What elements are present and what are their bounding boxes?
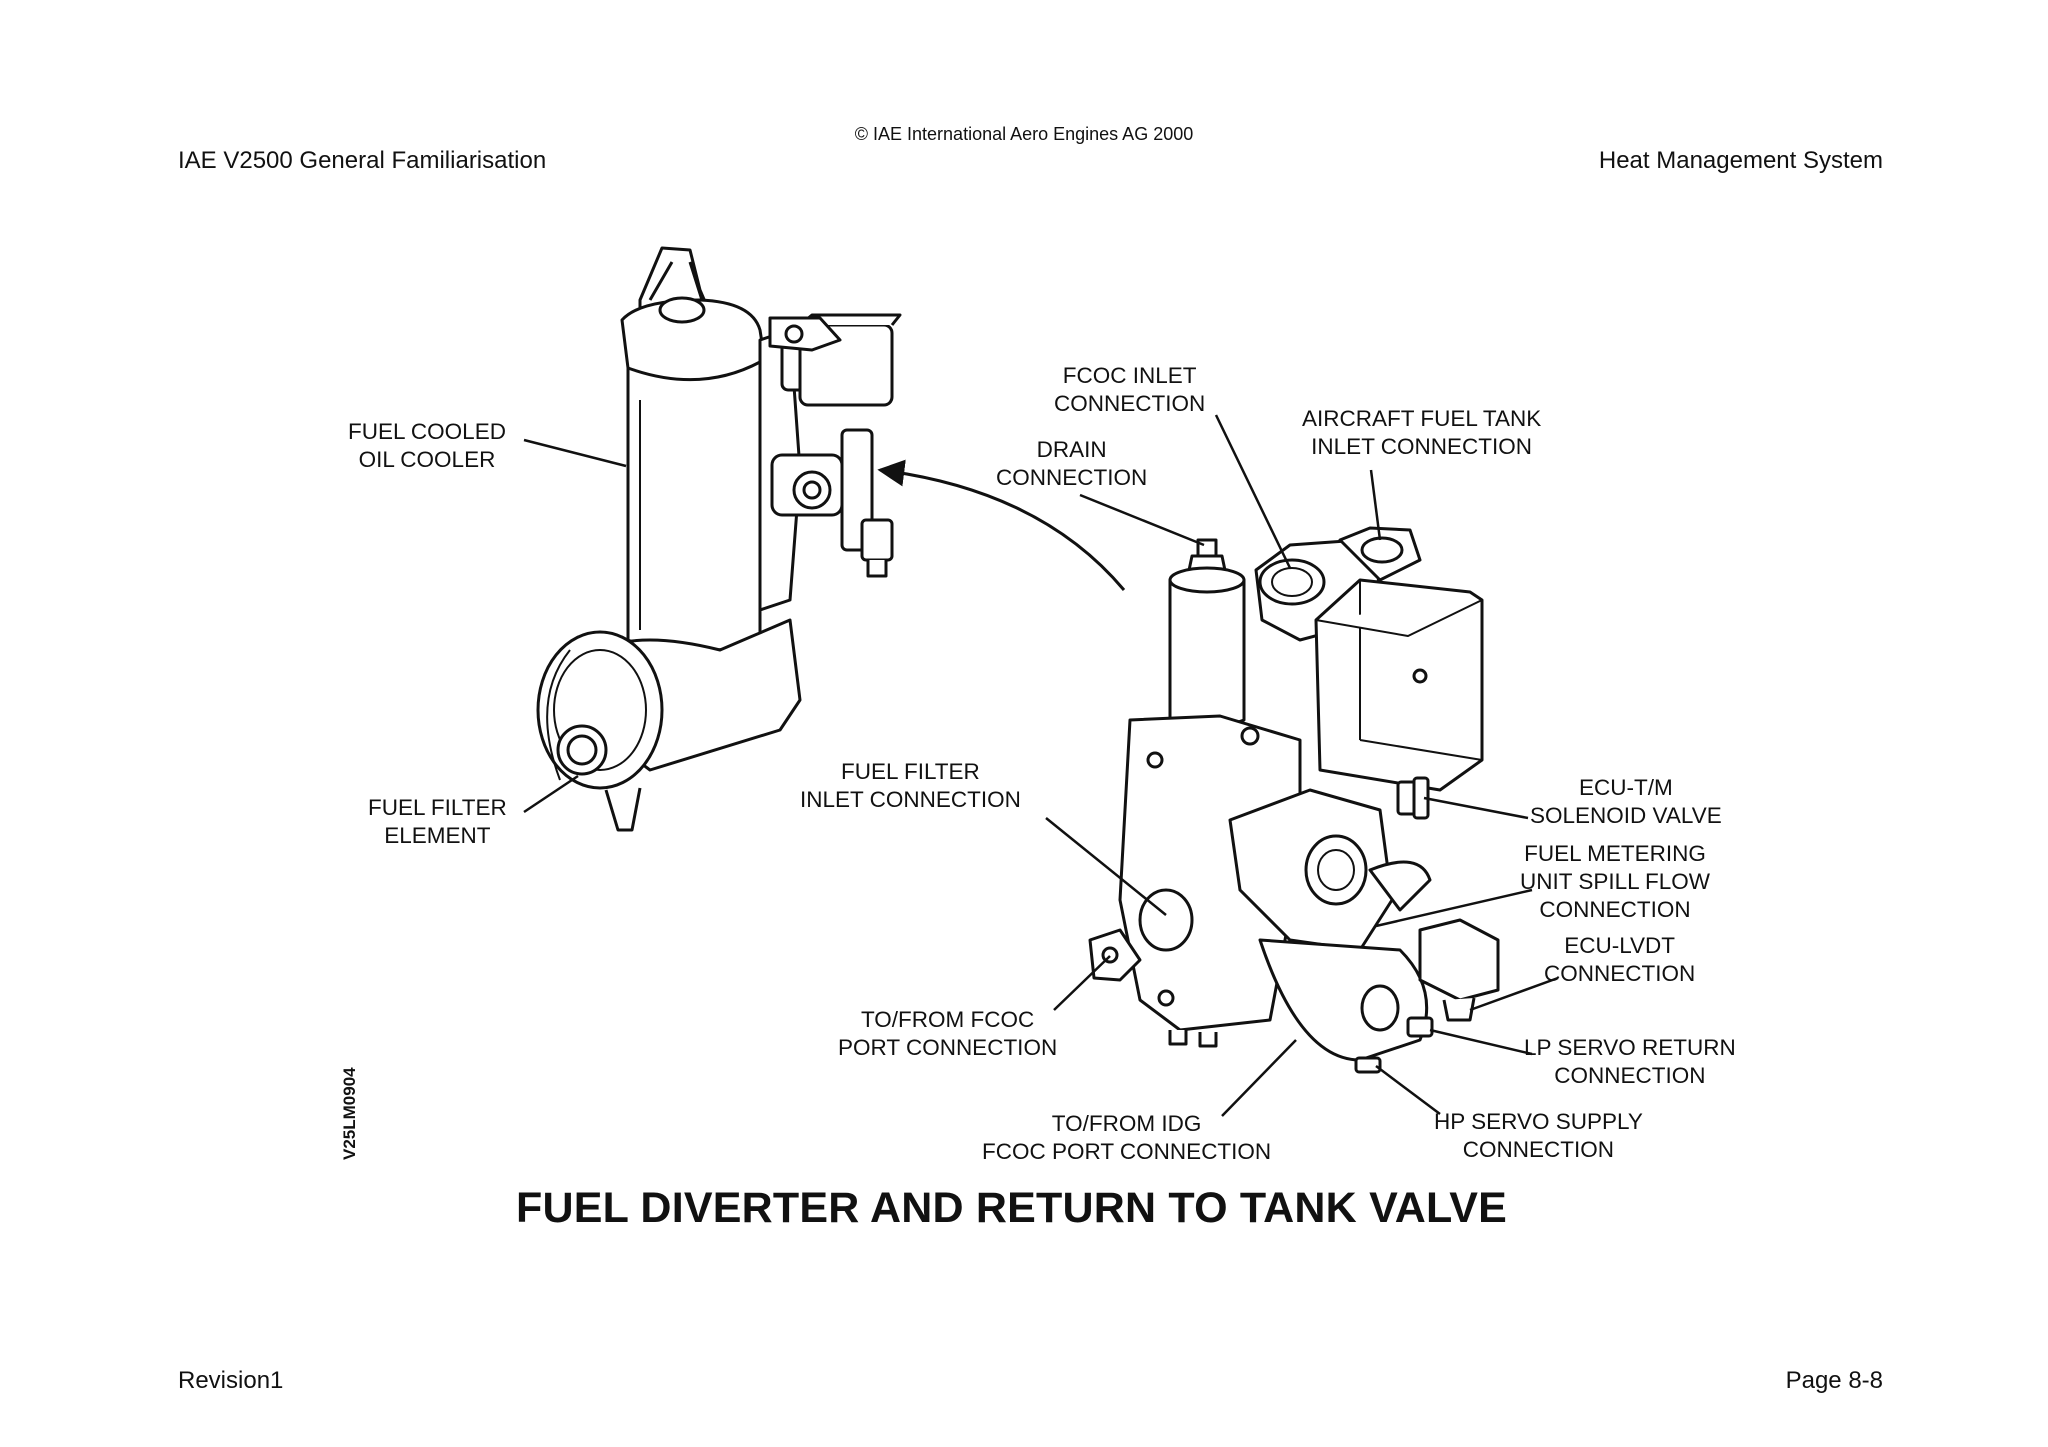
leader-fuel-filter-element	[523, 774, 579, 814]
leader-lp-servo	[1429, 1028, 1533, 1056]
leader-fuel-filter-inlet	[1045, 817, 1167, 916]
leader-fuel-cooled-oil-cooler	[523, 438, 627, 468]
assembly-arrow	[877, 459, 1126, 591]
label-to-from-idg: TO/FROM IDG FCOC PORT CONNECTION	[982, 1111, 1272, 1164]
leader-aircraft-fuel-tank	[1369, 469, 1382, 541]
label-fcoc-inlet: FCOC INLET CONNECTION	[1054, 363, 1206, 416]
leader-fmu-spill	[1375, 888, 1533, 928]
section-title: Heat Management System	[1598, 147, 1883, 174]
diagram-title: FUEL DIVERTER AND RETURN TO TANK VALVE	[516, 1184, 1508, 1232]
leader-hp-servo	[1375, 1065, 1441, 1115]
page-number: Page 8-8	[1785, 1367, 1883, 1394]
leader-ecu-tm	[1423, 796, 1529, 820]
leader-to-from-fcoc	[1053, 955, 1111, 1011]
leader-to-from-idg	[1221, 1039, 1297, 1117]
label-ecu-tm: ECU-T/M SOLENOID VALVE	[1530, 775, 1722, 828]
label-fuel-filter-inlet: FUEL FILTER INLET CONNECTION	[800, 759, 1021, 812]
label-fuel-cooled-oil-cooler: FUEL COOLED OIL COOLER	[348, 419, 506, 472]
leader-fcoc-inlet	[1214, 414, 1292, 569]
label-hp-servo: HP SERVO SUPPLY CONNECTION	[1434, 1109, 1643, 1162]
leader-lines	[523, 414, 1559, 1117]
label-lp-servo: LP SERVO RETURN CONNECTION	[1524, 1035, 1736, 1088]
leader-drain	[1079, 493, 1205, 547]
label-fuel-filter-element: FUEL FILTER ELEMENT	[368, 795, 507, 848]
revision-label: Revision1	[178, 1367, 284, 1394]
drawing-reference: V25LM0904	[340, 1067, 359, 1160]
label-to-from-fcoc: TO/FROM FCOC PORT CONNECTION	[838, 1007, 1058, 1060]
fuel-diverter-valve-drawing	[1088, 526, 1500, 1074]
copyright-notice: © IAE International Aero Engines AG 2000	[854, 124, 1194, 144]
label-ecu-lvdt: ECU-LVDT CONNECTION	[1544, 933, 1696, 986]
document-title: IAE V2500 General Familiarisation	[178, 147, 547, 174]
fuel-cooled-oil-cooler-drawing	[536, 246, 902, 832]
label-fmu-spill: FUEL METERING UNIT SPILL FLOW CONNECTION	[1520, 841, 1711, 922]
label-aircraft-fuel-tank: AIRCRAFT FUEL TANK INLET CONNECTION	[1302, 406, 1542, 459]
leader-ecu-lvdt	[1469, 976, 1559, 1012]
label-drain: DRAIN CONNECTION	[996, 437, 1148, 490]
